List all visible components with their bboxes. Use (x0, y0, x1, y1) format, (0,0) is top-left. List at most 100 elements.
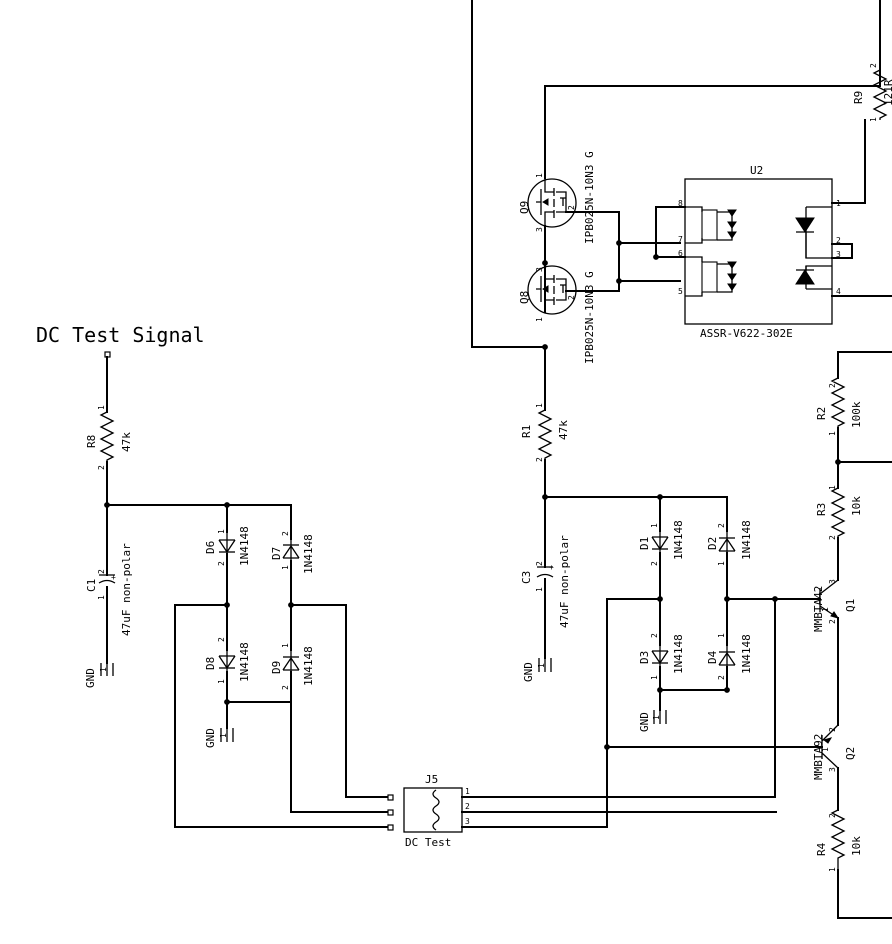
wires-right (837, 351, 892, 919)
d6-pin2: 2 (217, 561, 226, 566)
junction-dot-right (835, 459, 841, 465)
j5-pin3: 3 (465, 817, 470, 826)
d7-pin1: 1 (281, 565, 290, 570)
ground-left-diodes: GND 1 (204, 728, 234, 748)
q1-pin3: 3 (828, 579, 837, 584)
d4-pin2: 2 (717, 675, 726, 680)
transistor-q1: MMBTA42 Q1 3 1 2 (812, 579, 857, 632)
q8-ref: Q8 (518, 291, 531, 304)
d3-ref: D3 (638, 651, 651, 664)
gnd-label-c1: GND (84, 668, 97, 688)
c3-value: 47uF non-polar (558, 535, 571, 628)
u2-pin6: 6 (678, 249, 683, 258)
resistor-r1: R1 47k 1 2 (520, 403, 570, 462)
c3-pin2: 2 (535, 561, 544, 566)
c3-ref: C3 (520, 571, 533, 584)
d8-pin2: 2 (217, 637, 226, 642)
diode-d2: D2 1N4148 2 1 (706, 520, 753, 566)
d8-pin1: 1 (217, 679, 226, 684)
mosfet-q8: Q8 IPB025N-10N3 G 3 1 2 (518, 242, 681, 364)
r8-pin1: 1 (97, 405, 106, 410)
d8-value: 1N4148 (238, 642, 251, 682)
c1-ref: C1 (85, 579, 98, 592)
r2-value: 100k (850, 401, 863, 428)
diode-d4: D4 1N4148 1 2 (706, 633, 753, 680)
d3-value: 1N4148 (672, 634, 685, 674)
wires-left (106, 356, 393, 828)
c1-value: 47uF non-polar (120, 543, 133, 636)
c1-pin1: 1 (97, 595, 106, 600)
u2-value: ASSR-V622-302E (700, 327, 793, 340)
mosfet-q9: Q9 IPB025N-10N3 G 1 3 2 (518, 151, 681, 282)
q9-pin1: 1 (535, 173, 544, 178)
d9-pin1: 1 (281, 643, 290, 648)
r1-value: 47k (557, 420, 570, 440)
d1-pin2: 2 (650, 561, 659, 566)
resistor-r4: R4 10k 2 1 (815, 809, 863, 872)
d9-ref: D9 (270, 661, 283, 674)
gnd-pin-right: 1 (652, 715, 661, 720)
u2-pin7: 7 (678, 235, 683, 244)
connector-j5: J5 DC Test 1 2 3 (387, 773, 470, 849)
r4-pin2: 2 (828, 813, 837, 818)
diode-d3: D3 1N4148 2 1 (638, 633, 685, 680)
r1-ref: R1 (520, 425, 533, 438)
ground-c3: GND 1 (522, 658, 552, 682)
d4-ref: D4 (706, 650, 719, 664)
j5-pin2: 2 (465, 802, 470, 811)
q8-pin3: 3 (535, 267, 544, 272)
diode-d8: D8 1N4148 2 1 (204, 637, 251, 684)
q9-ref: Q9 (518, 201, 531, 214)
diode-d9: D9 1N4148 1 2 (270, 643, 315, 690)
u2-pin5: 5 (678, 287, 683, 296)
j5-value: DC Test (405, 836, 451, 849)
gnd-label-c3: GND (522, 662, 535, 682)
r4-ref: R4 (815, 842, 828, 856)
r9-value: 121R (882, 79, 892, 106)
r9-pin1: 1 (869, 117, 878, 122)
r2-pin2: 2 (828, 383, 837, 388)
c1-plus: + (111, 573, 116, 582)
q8-pin1: 1 (535, 317, 544, 322)
r8-pin2: 2 (97, 465, 106, 470)
d3-pin1: 1 (650, 675, 659, 680)
r4-value: 10k (850, 836, 863, 856)
r9-ref: R9 (852, 91, 865, 104)
j5-ref: J5 (425, 773, 438, 786)
r3-value: 10k (850, 496, 863, 516)
capacitor-c3: C3 47uF non-polar + 2 1 (520, 535, 571, 628)
junction-dots-left (104, 502, 294, 705)
r2-ref: R2 (815, 407, 828, 420)
u2-pin2: 2 (836, 236, 841, 245)
d2-ref: D2 (706, 537, 719, 550)
u2-ref: U2 (750, 164, 763, 177)
d6-ref: D6 (204, 541, 217, 554)
d4-value: 1N4148 (740, 634, 753, 674)
gnd-label-left: GND (204, 728, 217, 748)
q2-value: MMBTA92 (812, 734, 825, 780)
d6-pin1: 1 (217, 529, 226, 534)
diode-d6: D6 1N4148 1 2 (204, 526, 251, 566)
q9-pin2: 2 (567, 205, 576, 210)
q1-value: MMBTA42 (812, 586, 825, 632)
d7-pin2: 2 (281, 531, 290, 536)
d4-pin1: 1 (717, 633, 726, 638)
c1-pin2: 2 (97, 569, 106, 574)
resistor-r9: R9 121R 2 1 (852, 0, 892, 122)
d1-value: 1N4148 (672, 520, 685, 560)
r8-ref: R8 (85, 435, 98, 448)
u2-pin4: 4 (836, 287, 841, 296)
d9-value: 1N4148 (302, 646, 315, 686)
gnd-pin-c3: 1 (537, 663, 546, 668)
q9-pin3: 3 (535, 227, 544, 232)
d9-pin2: 2 (281, 685, 290, 690)
q9-value: IPB025N-10N3 G (583, 151, 596, 244)
ground-c1: GND 1 (84, 663, 114, 688)
diode-d7: D7 1N4148 2 1 (270, 531, 315, 574)
q8-value: IPB025N-10N3 G (583, 271, 596, 364)
u2-pin8: 8 (678, 199, 683, 208)
gnd-pin-left: 1 (219, 733, 228, 738)
c3-pin1: 1 (535, 587, 544, 592)
resistor-r3: R3 10k 1 2 (815, 485, 863, 540)
